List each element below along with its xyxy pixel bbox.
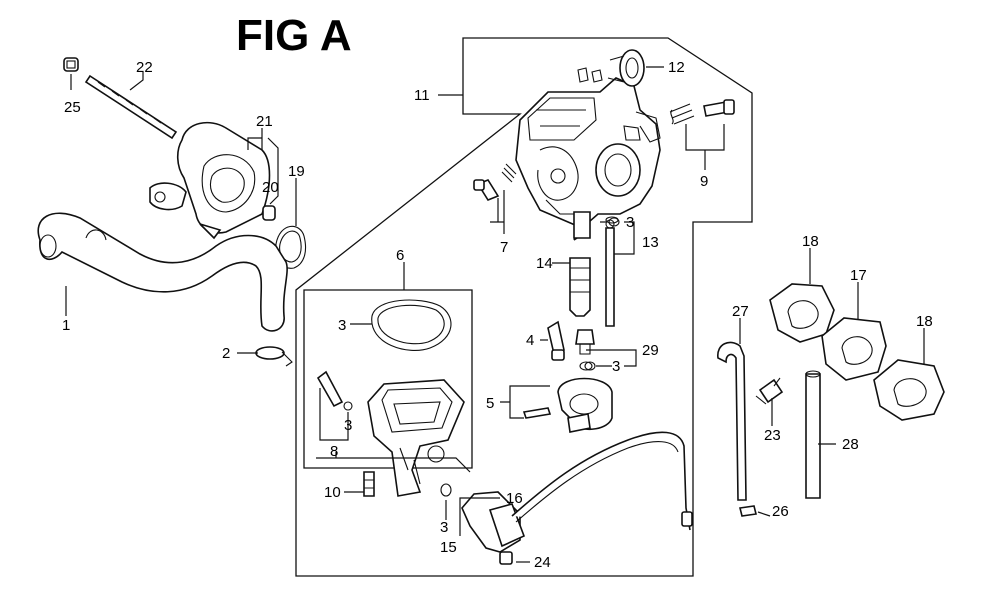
stud-bolt-part-22	[84, 74, 178, 140]
main-nozzle-part-13	[605, 216, 619, 327]
callout-15: 15	[440, 539, 457, 556]
callout-22: 22	[136, 59, 153, 76]
callout-1: 1	[62, 317, 70, 334]
leader-lines	[65, 66, 925, 563]
carburetor-assembly-frame	[295, 37, 753, 577]
throttle-stop-screw-part-9	[669, 99, 735, 125]
collar-part-12	[607, 49, 645, 87]
callout-3-gasket: 3	[338, 317, 346, 334]
drain-tube-part-28	[805, 370, 821, 499]
callout-28: 28	[842, 436, 859, 453]
float-chamber-gasket-part-6	[371, 299, 452, 351]
fuel-cut-solenoid-part-16	[461, 431, 693, 553]
callout-7: 7	[500, 239, 508, 256]
callout-11: 11	[414, 87, 430, 104]
callout-19: 19	[288, 163, 305, 180]
drain-screw-part-4	[547, 320, 565, 361]
callout-21: 21	[256, 113, 273, 130]
callout-4: 4	[526, 332, 534, 349]
float-chamber-frame	[303, 289, 473, 469]
callout-27: 27	[732, 303, 749, 320]
float-part-5	[522, 377, 613, 433]
breather-tube-part-1	[37, 212, 288, 332]
vent-tube-part-27	[717, 341, 747, 501]
figure-title: FIG A	[236, 11, 352, 60]
gasket-part-18-lower	[873, 359, 945, 421]
washer-part-15	[440, 483, 452, 497]
main-jet-part-29	[575, 329, 595, 371]
hose-clip-part-2	[255, 346, 293, 367]
callout-17: 17	[850, 267, 867, 284]
callout-25: 25	[64, 99, 81, 116]
callout-3-nozzle: 3	[626, 214, 634, 231]
collar-part-20	[262, 205, 276, 221]
callout-8: 8	[330, 443, 338, 460]
carburetor-body-part-11	[515, 67, 661, 241]
callout-29: 29	[642, 342, 659, 359]
screw-part-24	[499, 551, 513, 565]
callout-23: 23	[764, 427, 781, 444]
callout-12: 12	[668, 59, 685, 76]
callout-13: 13	[642, 234, 659, 251]
drain-screw-part-10	[363, 471, 375, 497]
callout-2: 2	[222, 345, 230, 362]
callout-26: 26	[772, 503, 789, 520]
gasket-part-18-upper	[769, 283, 835, 343]
callout-9: 9	[700, 173, 708, 190]
needle-jet-holder-part-14	[569, 257, 591, 317]
callout-3-solenoid: 3	[440, 519, 448, 536]
callout-16: 16	[506, 490, 523, 507]
nut-part-25	[63, 57, 79, 72]
callout-14: 14	[536, 255, 553, 272]
callout-6: 6	[396, 247, 404, 264]
callout-18-upper: 18	[802, 233, 819, 250]
intake-elbow-part-21	[149, 121, 271, 240]
washer-part-3-lower	[584, 361, 596, 371]
callout-5: 5	[486, 395, 494, 412]
clip-part-26	[739, 505, 757, 517]
clip-part-23	[755, 377, 784, 405]
washer-part-3-upper	[608, 217, 620, 227]
float-chamber-part-8	[367, 379, 465, 497]
chamber-screw	[316, 370, 353, 411]
callout-3-screw: 3	[344, 417, 352, 434]
pilot-screw-part-7	[473, 163, 517, 201]
callout-20: 20	[262, 179, 279, 196]
insulator-part-17	[821, 317, 887, 381]
callout-3-jet: 3	[612, 358, 620, 375]
callout-10: 10	[324, 484, 341, 501]
callout-18-lower: 18	[916, 313, 933, 330]
callout-24: 24	[534, 554, 551, 571]
